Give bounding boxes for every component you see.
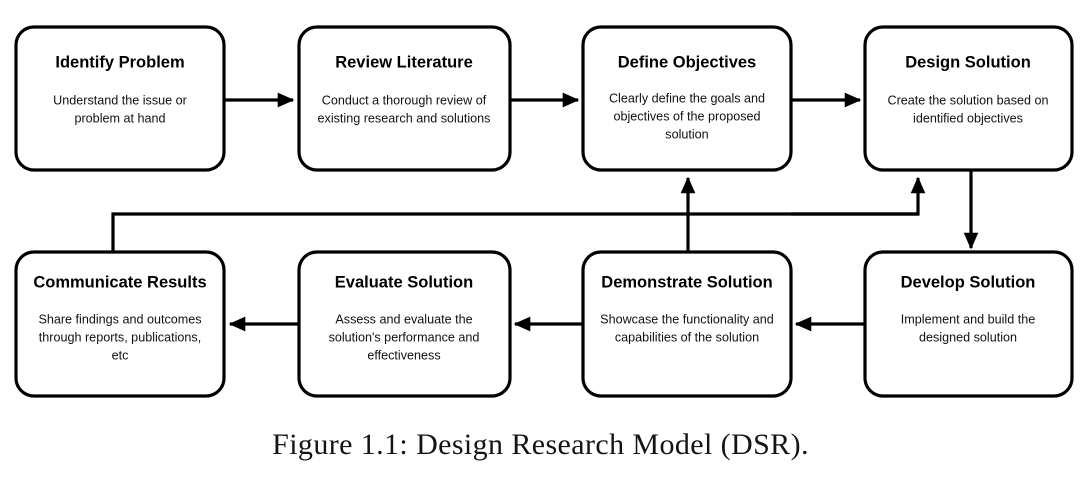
node-desc-line-3: effectiveness: [367, 348, 440, 362]
edge-communicate-feedback: [111, 212, 918, 252]
node-box[interactable]: [863, 250, 1074, 398]
node-evaluate-solution[interactable]: Evaluate Solution Assess and evaluate th…: [297, 250, 512, 398]
node-desc-line-2: problem at hand: [74, 111, 165, 125]
node-communicate-results[interactable]: Communicate Results Share findings and o…: [14, 250, 226, 398]
node-desc-line-2: capabilities of the solution: [615, 330, 759, 344]
node-desc-line-2: designed solution: [919, 330, 1017, 344]
node-title: Communicate Results: [33, 273, 206, 291]
node-box[interactable]: [581, 25, 793, 172]
node-desc-line-3: etc: [112, 348, 129, 362]
node-define-objectives[interactable]: Define Objectives Clearly define the goa…: [581, 25, 793, 172]
edge-demonstrate-to-design: [791, 176, 926, 216]
node-identify-problem[interactable]: Identify Problem Understand the issue or…: [14, 25, 226, 172]
node-box[interactable]: [297, 250, 512, 398]
node-desc-line-2: objectives of the proposed: [613, 109, 760, 123]
node-desc-line-1: Conduct a thorough review of: [322, 93, 487, 107]
node-develop-solution[interactable]: Develop Solution Implement and build the…: [863, 250, 1074, 398]
node-title: Identify Problem: [55, 53, 184, 71]
node-desc-line-3: solution: [665, 127, 708, 141]
node-desc-line-1: Showcase the functionality and: [600, 312, 774, 326]
node-desc-line-1: Create the solution based on: [887, 93, 1048, 107]
node-box[interactable]: [14, 25, 226, 172]
node-title: Review Literature: [335, 53, 473, 71]
node-title: Develop Solution: [901, 273, 1036, 291]
node-desc-line-1: Implement and build the: [901, 312, 1035, 326]
node-desc-line-2: solution's performance and: [329, 330, 480, 344]
node-desc-line-1: Understand the issue or: [53, 93, 187, 107]
node-desc-line-2: identified objectives: [913, 111, 1023, 125]
edges-layer: [111, 92, 979, 332]
node-box[interactable]: [297, 25, 512, 172]
node-box[interactable]: [581, 250, 793, 398]
node-desc-line-2: through reports, publications,: [39, 330, 201, 344]
node-desc-line-1: Assess and evaluate the: [335, 312, 472, 326]
node-review-literature[interactable]: Review Literature Conduct a thorough rev…: [297, 25, 512, 172]
node-title: Evaluate Solution: [335, 273, 473, 291]
node-demonstrate-solution[interactable]: Demonstrate Solution Showcase the functi…: [581, 250, 793, 398]
design-research-model-diagram: Identify Problem Understand the issue or…: [14, 25, 1074, 398]
node-desc-line-1: Clearly define the goals and: [609, 91, 765, 105]
node-desc-line-2: existing research and solutions: [318, 111, 491, 125]
node-desc-line-1: Share findings and outcomes: [38, 312, 201, 326]
figure-caption: Figure 1.1: Design Research Model (DSR).: [272, 428, 809, 461]
node-design-solution[interactable]: Design Solution Create the solution base…: [863, 25, 1074, 172]
node-title: Demonstrate Solution: [601, 273, 772, 291]
node-title: Define Objectives: [618, 53, 756, 71]
node-box[interactable]: [14, 250, 226, 398]
node-title: Design Solution: [905, 53, 1031, 71]
node-box[interactable]: [863, 25, 1074, 172]
nodes-layer: Identify Problem Understand the issue or…: [14, 25, 1074, 398]
